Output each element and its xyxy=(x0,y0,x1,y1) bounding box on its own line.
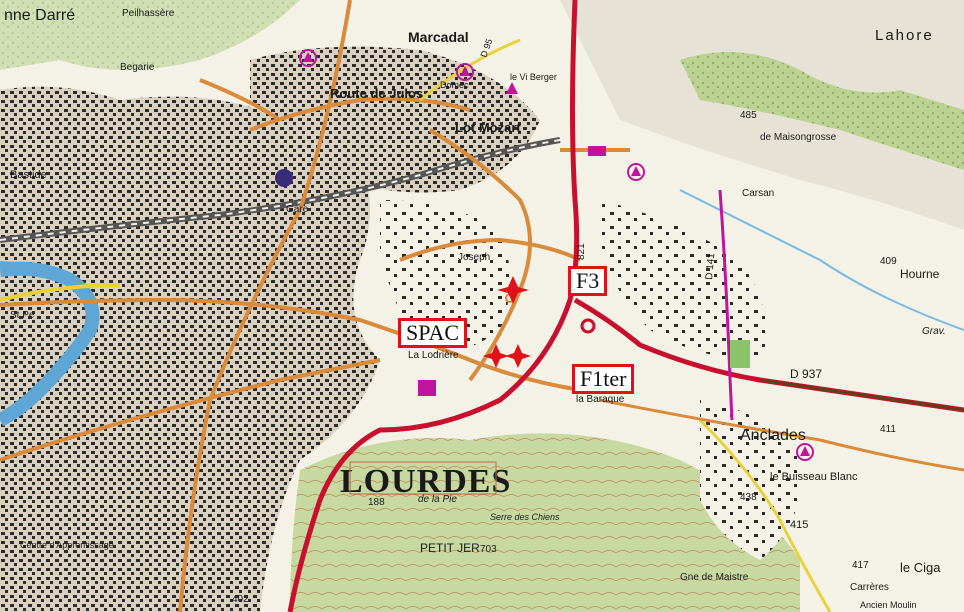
place-joseph: Joseph xyxy=(458,252,490,263)
road-south-east xyxy=(599,398,964,472)
road-label-d937: D 937 xyxy=(790,367,822,381)
place-petit-jer: PETIT JER xyxy=(420,541,480,555)
road-label-d821: 821 xyxy=(576,243,587,260)
place-route-de-julos: Route de Julos xyxy=(330,86,423,101)
place-anclades: Anclades xyxy=(740,427,806,444)
place-buisseau-blanc: le Buisseau Blanc xyxy=(770,471,858,483)
urban-area-central xyxy=(380,200,510,353)
urban-area-east xyxy=(600,200,767,360)
forest-area-ne xyxy=(680,52,964,170)
urban-area-lourdes xyxy=(0,86,380,612)
landmark-symbols xyxy=(275,49,814,461)
place-domec: Domec xyxy=(440,80,469,90)
sports-ground xyxy=(730,340,750,368)
place-maistre: Gne de Maistre xyxy=(680,572,749,583)
place-lodriere: La Lodrière xyxy=(408,350,459,361)
hill-shade xyxy=(560,0,964,230)
marker-group xyxy=(483,276,531,368)
stream xyxy=(679,189,964,331)
yellow-road-south xyxy=(698,418,832,612)
forest-area-nw xyxy=(0,0,300,70)
place-bastide: Bastide xyxy=(10,169,47,181)
elevation-409: 409 xyxy=(880,256,897,267)
place-serre-des-chiens: Serre des Chiens xyxy=(490,512,560,522)
place-begarie: Begarie xyxy=(120,62,155,73)
yellow-road-west xyxy=(0,283,121,302)
elevation-188: 188 xyxy=(368,497,385,508)
marker-spac-1[interactable] xyxy=(483,344,509,368)
place-carsan: Carsan xyxy=(742,188,774,199)
highlighted-road xyxy=(718,189,734,421)
elevation-417: 417 xyxy=(852,560,869,571)
place-peilhassere: Peilhassère xyxy=(122,8,175,19)
river-channel xyxy=(0,261,46,272)
place-lot-mozart: Lot Mozart xyxy=(455,120,521,135)
place-ciga: le Ciga xyxy=(900,560,941,575)
place-la-baraque: la Baraque xyxy=(576,394,625,405)
southern-hill xyxy=(290,433,800,612)
place-gare: Gare xyxy=(286,204,309,215)
callout-f3[interactable]: F3 xyxy=(568,266,608,296)
place-pie: de la Pie xyxy=(418,494,457,505)
place-st-pe: St Pe xyxy=(10,310,35,321)
place-hourne: Hourne xyxy=(900,267,940,281)
elevation-485: 485 xyxy=(740,110,757,121)
urban-area-anclades xyxy=(700,400,802,560)
elevation-411: 411 xyxy=(880,424,896,435)
place-anne-darre: nne Darré xyxy=(4,7,75,24)
place-marcadal: Marcadal xyxy=(408,29,469,45)
elevation-415: 415 xyxy=(790,519,808,531)
elevation-402: 402 xyxy=(232,594,249,605)
place-maisongrosse: de Maisongrosse xyxy=(760,132,837,143)
road-d937-east xyxy=(759,378,964,412)
elevation-438: 438 xyxy=(740,492,757,503)
marker-spac-2[interactable] xyxy=(505,344,531,368)
place-lahore: Lahore xyxy=(875,27,934,44)
secondary-roads xyxy=(0,0,630,612)
road-label-d141: D 141 xyxy=(704,252,717,280)
elevation-703: 703 xyxy=(480,544,497,555)
place-carreres: Carrères xyxy=(850,582,889,593)
place-grave: Grav. xyxy=(922,326,946,337)
river-gave xyxy=(0,261,100,427)
place-apprentissage: Centre d'Apprentissage xyxy=(20,540,114,550)
callout-f1ter[interactable]: F1ter xyxy=(572,364,635,394)
callout-spac[interactable]: SPAC xyxy=(398,318,468,348)
place-le-vieux-berger: le Vi Berger xyxy=(510,72,557,82)
place-ancien-moulin: Ancien Moulin xyxy=(860,600,917,610)
marker-f3[interactable] xyxy=(497,276,529,304)
